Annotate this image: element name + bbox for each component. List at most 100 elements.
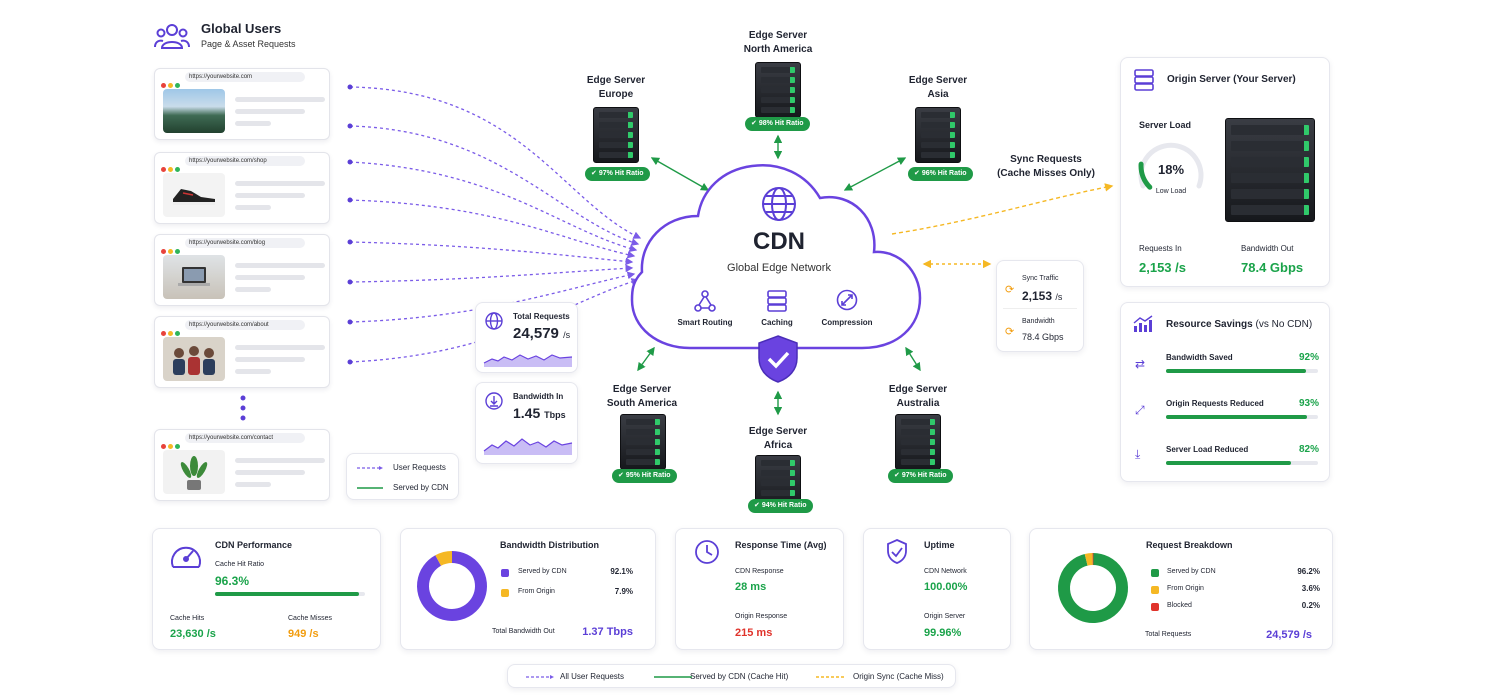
server-load-label: Server Load — [1139, 120, 1192, 130]
sync-requests-label: Sync Requests(Cache Misses Only) — [997, 154, 1095, 179]
breakdown-total-value: 24,579 /s — [1266, 629, 1312, 641]
edge-sa-badge: ✔ 95% Hit Ratio — [612, 469, 677, 483]
legend-swatch-blocked — [1151, 603, 1159, 611]
bwdist-total-value: 1.37 Tbps — [582, 626, 633, 638]
resource-savings-card: Resource Savings (vs No CDN) ⇄ Bandwidth… — [1120, 302, 1330, 482]
small-legend: User Requests Served by CDN — [346, 453, 459, 500]
url-bar: https://yourwebsite.com/about — [185, 320, 305, 330]
bandwidth-sparkline — [483, 438, 573, 455]
chart-up-icon — [1133, 315, 1153, 332]
bandwidth-distribution-card: Bandwidth Distribution Served by CDN 92.… — [400, 528, 656, 650]
server-rack-na — [755, 62, 801, 118]
database-icon — [767, 290, 787, 312]
landscape-image — [163, 89, 225, 133]
origin-title: Origin Server (Your Server) — [1167, 74, 1296, 85]
perf-title: CDN Performance — [215, 540, 293, 550]
browser-window-shop[interactable]: https://yourwebsite.com/shop — [154, 152, 330, 224]
server-rack-sa — [620, 414, 666, 470]
request-line — [349, 125, 640, 246]
edge-link-sa — [637, 346, 655, 372]
donut-slice-0 — [417, 551, 487, 621]
cdn-subtitle: Global Edge Network — [727, 262, 831, 274]
legend-served-cdn: Served by CDN (Cache Hit) — [690, 672, 789, 681]
bandwidth-out-value: 78.4 Gbps — [1241, 260, 1304, 275]
sync-line — [891, 183, 1114, 235]
uptime-cdn-label: CDN Network — [924, 568, 967, 575]
browser-window-contact[interactable]: https://yourwebsite.com/contact — [154, 429, 330, 501]
feature-caching: Caching — [761, 318, 793, 327]
origin-response-value: 215 ms — [735, 627, 773, 639]
cache-hit-ratio-label: Cache Hit Ratio — [215, 561, 265, 568]
browser-window-blog[interactable]: https://yourwebsite.com/blog — [154, 234, 330, 306]
legend-user-requests: User Requests — [393, 463, 446, 472]
legend-swatch-cdn — [1151, 569, 1159, 577]
bwdist-title: Bandwidth Distribution — [500, 540, 599, 550]
edge-eu-badge: ✔ 97% Hit Ratio — [585, 167, 650, 181]
url-bar: https://yourwebsite.com — [185, 72, 305, 82]
legend-swatch-origin — [1151, 586, 1159, 594]
download-icon — [485, 392, 503, 410]
request-line — [349, 161, 638, 253]
sync-traffic-label: Sync Traffic — [1022, 275, 1059, 282]
shield-check-icon — [887, 539, 907, 564]
edge-au-badge: ✔ 97% Hit Ratio — [888, 469, 953, 483]
server-rack-au — [895, 414, 941, 470]
bandwidth-in-unit: Tbps — [544, 410, 566, 420]
globe-icon — [762, 187, 796, 221]
savings-title: Resource Savings — [1166, 319, 1253, 330]
uptime-origin-label: Origin Server — [924, 613, 966, 620]
request-breakdown-card: Request Breakdown Served by CDN 96.2% Fr… — [1029, 528, 1333, 650]
url-bar: https://yourwebsite.com/blog — [185, 238, 305, 248]
browser-window-about[interactable]: https://yourwebsite.com/about — [154, 316, 330, 388]
bandwidth-saved-icon: ⇄ — [1135, 357, 1146, 371]
cdn-cloud — [630, 164, 922, 350]
routing-icon — [694, 290, 716, 312]
laptop-image — [163, 255, 225, 299]
donut-slice-1 — [1084, 553, 1093, 566]
bwdist-origin-label: From Origin — [518, 588, 555, 595]
server-icon — [1134, 69, 1154, 91]
cdn-title: CDN — [753, 228, 805, 255]
bandwidth-donut-chart — [417, 551, 487, 621]
origin-requests-icon: ⤢ — [1135, 403, 1145, 417]
server-rack-eu — [593, 107, 639, 163]
cache-hit-ratio-bar — [215, 592, 365, 596]
request-breakdown-donut — [1058, 553, 1128, 623]
plant-image — [163, 450, 225, 494]
speedometer-icon — [171, 546, 201, 568]
browser-window-home[interactable]: https://yourwebsite.com — [154, 68, 330, 140]
request-line — [349, 264, 634, 283]
requests-sparkline — [483, 354, 573, 367]
clock-icon — [695, 540, 719, 564]
edge-link-asia — [843, 157, 907, 191]
requests-in-label: Requests In — [1139, 244, 1182, 253]
edge-na-badge: ✔ 98% Hit Ratio — [745, 117, 810, 131]
users-title: Global Users — [201, 21, 282, 36]
legend-origin-sync: Origin Sync (Cache Miss) — [853, 672, 944, 681]
feature-smart-routing: Smart Routing — [677, 318, 733, 327]
donut-slice-1 — [435, 551, 453, 566]
saving-requests-label: Origin Requests Reduced — [1166, 399, 1264, 408]
cache-hits-label: Cache Hits — [170, 615, 205, 622]
cache-hits-value: 23,630 — [170, 628, 204, 640]
total-requests-unit: /s — [563, 330, 571, 340]
legend-all-requests: All User Requests — [560, 672, 625, 681]
cdn-performance-card: CDN Performance Cache Hit Ratio 96.3% Ca… — [152, 528, 381, 650]
bottom-legend: All User Requests Served by CDN (Cache H… — [507, 664, 956, 688]
feature-compression: Compression — [821, 318, 873, 327]
saving-load-bar — [1166, 461, 1318, 465]
saving-load-label: Server Load Reduced — [1166, 445, 1249, 454]
edge-asia-badge: ✔ 96% Hit Ratio — [908, 167, 973, 181]
saving-requests-bar — [1166, 415, 1318, 419]
request-line — [349, 241, 634, 266]
bwdist-cdn-value: 92.1% — [610, 567, 633, 576]
uptime-origin-value: 99.96% — [924, 627, 962, 639]
uptime-title: Uptime — [924, 540, 955, 550]
url-bar: https://yourwebsite.com/contact — [185, 433, 305, 443]
server-load-icon: ⤓ — [1135, 447, 1141, 461]
saving-bandwidth-bar — [1166, 369, 1318, 373]
